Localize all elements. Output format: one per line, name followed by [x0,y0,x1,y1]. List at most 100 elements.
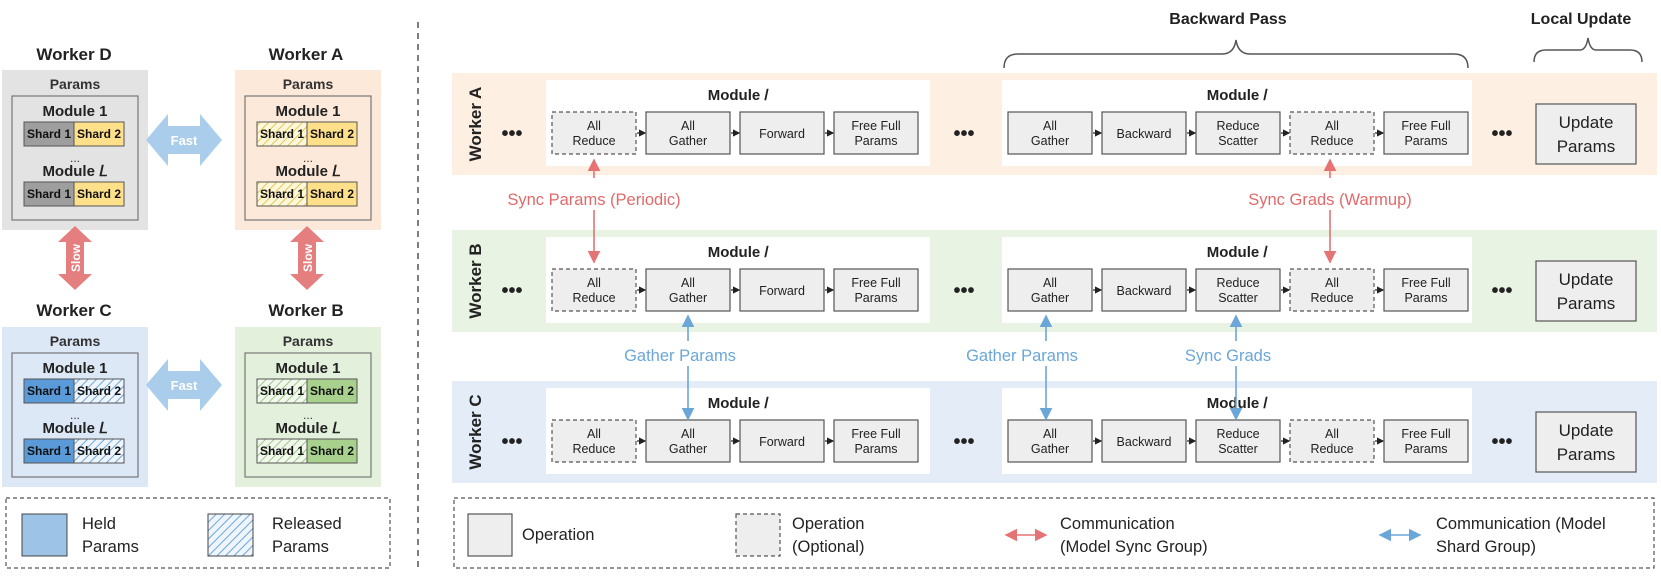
gather-params-fwd-label: Gather Params [624,347,736,365]
update-params-label-2: Params [1557,445,1616,464]
backward-module-title: Module 𝑙 [1207,395,1269,412]
backward-module-title: Module 𝑙 [1207,244,1269,261]
slow-label-right: Slow [301,243,315,272]
worker-title: Worker D [36,45,111,64]
forward-op-box [833,111,919,155]
update-params-box [1535,103,1637,165]
shard-1-label: Shard 1 [27,444,71,458]
shard-2-label: Shard 2 [77,127,121,141]
backward-op-label-2: Reduce [1310,442,1353,456]
forward-op-label-2: Reduce [572,134,615,148]
update-params-box [1535,411,1637,473]
legend-operation-box [467,513,513,557]
shard-1-label: Shard 1 [27,127,71,141]
params-label: Params [283,333,334,349]
local-update-brace [1533,37,1643,63]
shard-2-block [306,121,358,147]
slow-arrow-left: Slow [58,226,92,290]
shard-2-block [306,378,358,404]
forward-op-box [833,268,919,312]
ellipsis-dots: ••• [1491,280,1512,302]
backward-op-label-2: Reduce [1310,291,1353,305]
backward-op-label-1: Free Full [1401,427,1450,441]
slow-label-left: Slow [69,243,83,272]
shard-2-label: Shard 2 [310,384,354,398]
forward-op-box [739,419,825,463]
backward-op-box [1101,268,1187,312]
params-label: Params [283,76,334,92]
backward-op-box [1383,268,1469,312]
row-label: Worker B [466,243,485,318]
held-params-swatch [21,513,68,557]
released-params-swatch [207,513,254,557]
backward-op-label-1: All [1325,427,1339,441]
released-label-2: Params [272,538,329,556]
params-frame [11,95,139,221]
row-label: Worker C [466,394,485,469]
forward-op-label-2: Gather [669,291,707,305]
legend-comm-sync-2: (Model Sync Group) [1060,538,1208,556]
legend-optional-1: Operation [792,515,864,533]
ellipsis-dots: ••• [501,123,522,145]
ellipsis-dots: ••• [1491,431,1512,453]
forward-op-box [645,419,731,463]
worker-title: Worker B [268,301,343,320]
forward-op-label-1: Free Full [851,427,900,441]
update-params-label-1: Update [1559,421,1614,440]
worker-title: Worker C [36,301,111,320]
backward-op-label-2: Gather [1031,291,1069,305]
forward-module-title: Module 𝑙 [708,87,770,104]
backward-op-box [1195,268,1281,312]
module-1-label: Module 1 [42,103,107,120]
shard-2-block [73,438,125,464]
forward-op-label-2: Params [854,291,897,305]
shard-1-label: Shard 1 [260,127,304,141]
module-ellipsis: ... [303,151,313,165]
shard-2-block [306,438,358,464]
shard-1-label: Shard 1 [27,187,71,201]
shard-2-label: Shard 2 [310,127,354,141]
backward-op-label-2: Gather [1031,442,1069,456]
backward-pass-title: Backward Pass [1169,11,1287,28]
backward-op-label-1: Backward [1117,127,1172,141]
local-update-title: Local Update [1531,11,1632,28]
params-frame [11,352,139,478]
backward-op-box [1289,268,1375,312]
sync-grads-warmup-label: Sync Grads (Warmup) [1248,191,1412,209]
params-frame [244,95,372,221]
backward-op-label-2: Scatter [1218,291,1258,305]
shard-2-label: Shard 2 [77,444,121,458]
legend-optional-2: (Optional) [792,538,864,556]
backward-op-label-2: Scatter [1218,134,1258,148]
backward-op-label-2: Scatter [1218,442,1258,456]
forward-op-label-1: All [681,119,695,133]
backward-op-label-1: Free Full [1401,276,1450,290]
update-params-label-2: Params [1557,137,1616,156]
shard-2-label: Shard 2 [310,444,354,458]
fast-arrow-top: Fast [146,114,222,166]
module-l-label: Module 𝐿 [275,420,340,437]
backward-op-label-1: All [1325,276,1339,290]
shard-1-block [256,378,308,404]
backward-op-label-1: Reduce [1216,427,1259,441]
shard-1-block [256,438,308,464]
ellipsis-dots: ••• [501,431,522,453]
backward-op-box [1383,419,1469,463]
update-params-label-1: Update [1559,113,1614,132]
held-label: Held [82,515,116,533]
forward-op-label-1: All [681,276,695,290]
backward-pass-brace [1003,39,1469,69]
backward-op-box [1101,111,1187,155]
shard-2-block [73,121,125,147]
shard-2-label: Shard 2 [310,187,354,201]
legend-comm-sync-1: Communication [1060,515,1175,533]
module-ellipsis: ... [70,408,80,422]
module-l-label: Module 𝐿 [42,163,107,180]
backward-op-label-1: Free Full [1401,119,1450,133]
shard-1-label: Shard 1 [260,384,304,398]
backward-module-title: Module 𝑙 [1207,87,1269,104]
